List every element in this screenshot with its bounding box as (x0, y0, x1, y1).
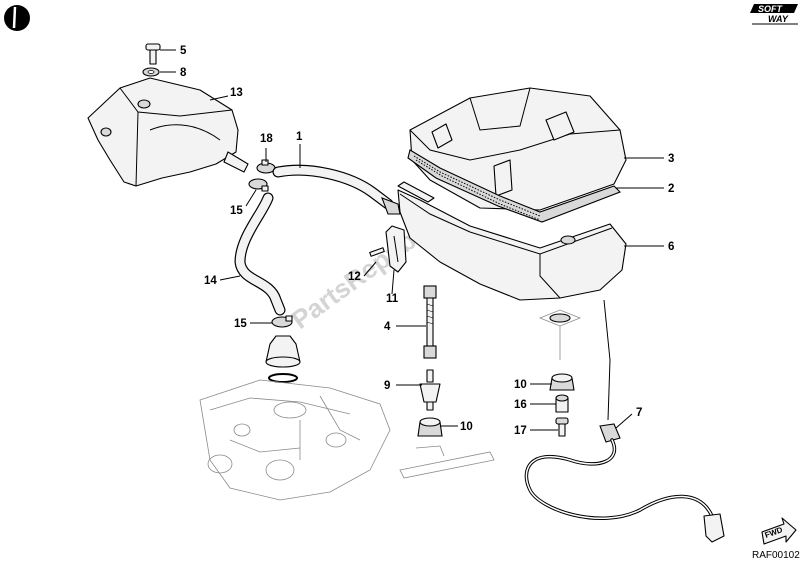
bracket-part-11 (385, 225, 407, 273)
section-marker-icon (4, 5, 30, 31)
pin-part-12 (369, 247, 385, 257)
callout-7: 7 (636, 407, 642, 419)
forward-direction-arrow-icon: FWD (761, 517, 797, 545)
callout-9: 9 (384, 380, 390, 392)
callout-1: 1 (296, 131, 303, 143)
svg-text:SOFT: SOFT (758, 4, 784, 14)
air-box-lid-part-3 (409, 87, 627, 211)
hose-clamp-part-18 (256, 159, 276, 174)
rubber-mount-part-9 (419, 369, 441, 411)
callout-4: 4 (384, 321, 391, 333)
softway-logo: SOFT WAY (750, 4, 798, 25)
washer-part-8 (142, 67, 160, 77)
screw-part-5 (145, 43, 161, 65)
callout-3: 3 (668, 153, 674, 165)
spacer-part-16 (555, 394, 569, 413)
callout-11: 11 (386, 293, 399, 305)
callout-2: 2 (668, 183, 674, 195)
callout-13: 13 (230, 87, 243, 99)
hose-clamp-part-15-upper (248, 178, 269, 192)
callout-10-right: 10 (514, 379, 527, 391)
air-filter-element-part-2 (407, 149, 621, 223)
frame-rail-outline (399, 445, 495, 479)
hose-clamp-part-15-lower (271, 315, 293, 328)
callout-10-left: 10 (460, 421, 473, 433)
stud-part-4 (423, 285, 437, 359)
breather-hose-part-14 (234, 192, 286, 316)
grommet-part-10-right (549, 373, 575, 391)
leader-lines (160, 49, 664, 431)
drain-hose-part-7 (524, 299, 725, 543)
callout-16: 16 (514, 399, 527, 411)
drawing-code: RAF00102 (752, 550, 800, 561)
callout-5: 5 (180, 45, 187, 57)
mounting-pad (538, 309, 582, 360)
engine-crankcase-outline (199, 379, 391, 501)
svg-text:WAY: WAY (768, 14, 789, 24)
callout-17: 17 (514, 425, 527, 437)
callout-6: 6 (668, 241, 674, 253)
callout-8: 8 (180, 67, 187, 79)
screw-part-17 (555, 417, 569, 437)
breather-valve-fitting (265, 335, 301, 383)
callout-18: 18 (260, 133, 273, 145)
callout-14: 14 (204, 275, 217, 287)
air-box-base-part-6 (397, 181, 627, 301)
breather-reservoir-part-13 (87, 77, 249, 187)
callout-15-lower: 15 (234, 318, 247, 330)
grommet-part-10-left (417, 417, 443, 437)
callout-12: 12 (348, 271, 361, 283)
callout-15-upper: 15 (230, 205, 243, 217)
breather-hose-part-1 (272, 164, 401, 215)
